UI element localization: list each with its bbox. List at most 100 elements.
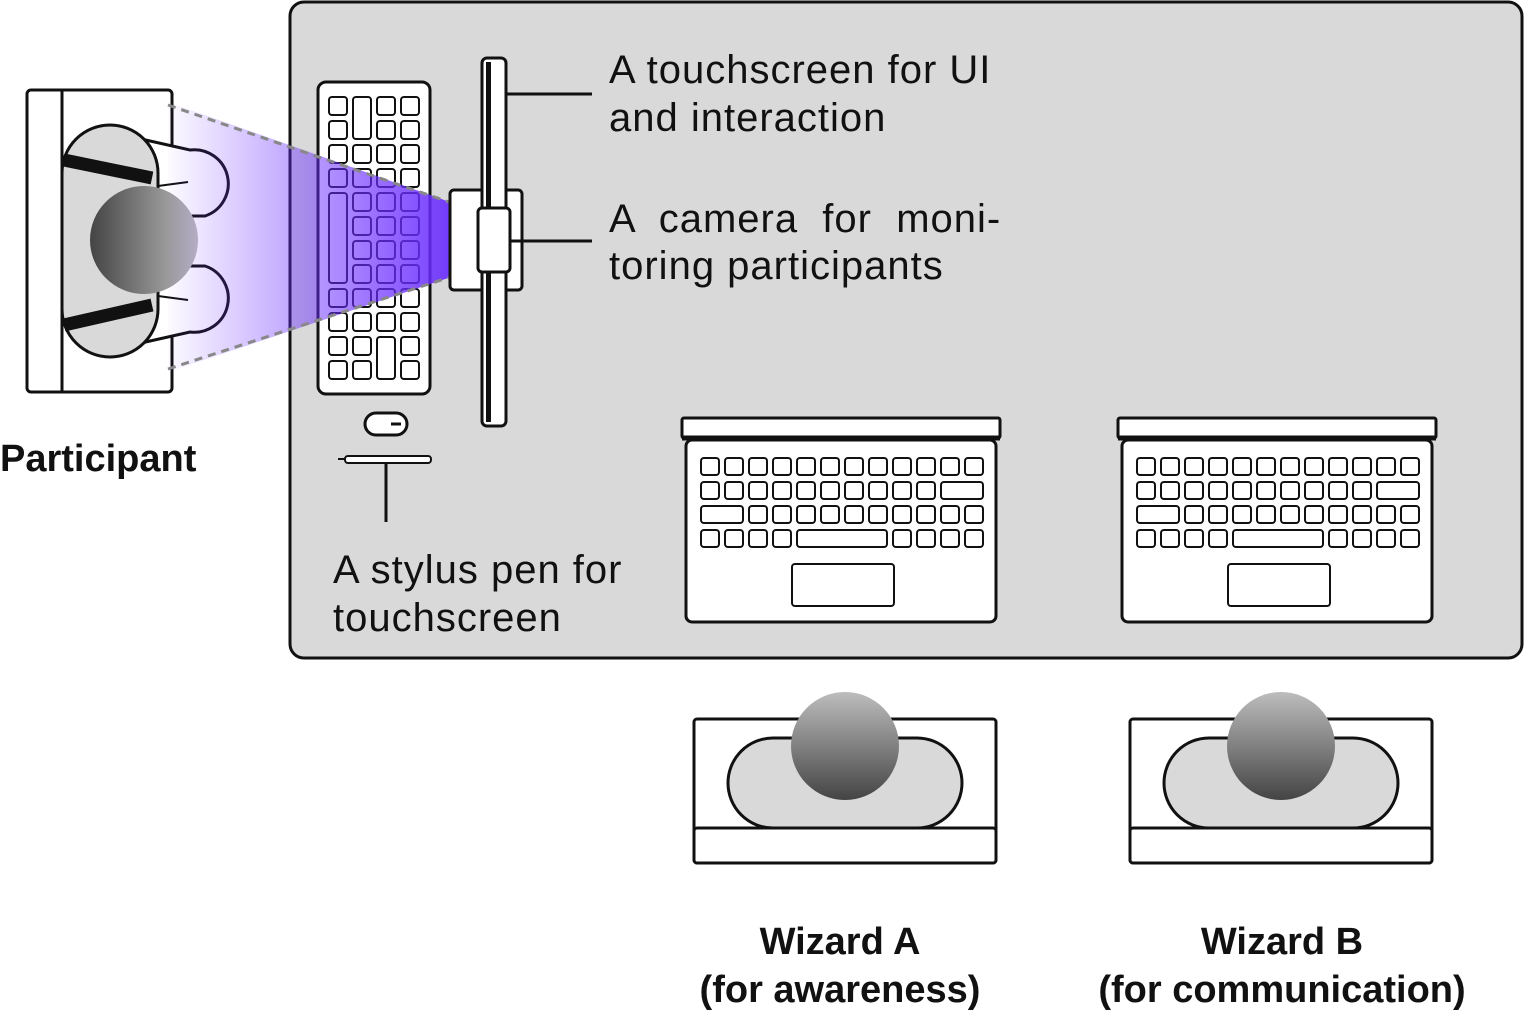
laptop-key (1328, 457, 1348, 476)
laptop-key (1352, 481, 1372, 500)
laptop-key (1328, 481, 1348, 500)
keyboard-key (400, 336, 420, 356)
laptop-key (1160, 529, 1180, 548)
keyboard-key (328, 120, 348, 140)
laptop-key (844, 481, 864, 500)
wizard-chair-back (1128, 826, 1434, 865)
laptop-key (1160, 481, 1180, 500)
laptop-key (892, 457, 912, 476)
keyboard-key (400, 144, 420, 164)
laptop-key (916, 481, 936, 500)
laptop-key (820, 505, 840, 524)
laptop-key (940, 505, 960, 524)
laptop-key (1256, 505, 1276, 524)
laptop-key (748, 457, 768, 476)
touchscreen-label-line1: A touchscreen for UI (609, 48, 992, 92)
laptop-key (1184, 457, 1204, 476)
laptop-key (1208, 529, 1228, 548)
keyboard-key (400, 312, 420, 332)
laptop-key (1208, 505, 1228, 524)
laptop-key (748, 505, 768, 524)
laptop-key (1352, 505, 1372, 524)
laptop-key (1232, 505, 1252, 524)
laptop-key (1232, 529, 1324, 548)
laptop-key (772, 481, 792, 500)
laptop-key (1400, 505, 1420, 524)
laptop-lid (1116, 416, 1438, 440)
wizard-head (791, 692, 899, 800)
wizard-b-role: (for communication) (1098, 969, 1466, 1011)
laptop-key (1232, 457, 1252, 476)
laptop-icon (1116, 416, 1438, 624)
laptop-key (700, 457, 720, 476)
laptop-key (1256, 481, 1276, 500)
laptop-key (1136, 505, 1180, 524)
stylus-pen-icon (338, 455, 432, 522)
laptop-key (700, 529, 720, 548)
laptop-key (1136, 529, 1156, 548)
keyboard-key (328, 336, 348, 356)
camera-label-line1: A camera for moni- (609, 197, 1002, 241)
laptop-key (1376, 505, 1396, 524)
laptop-trackpad (791, 563, 895, 607)
laptop-key (1304, 481, 1324, 500)
laptop-key (892, 505, 912, 524)
camera-label-line2: toring participants (609, 244, 944, 288)
laptop-key (1328, 505, 1348, 524)
keyboard-key (352, 96, 372, 140)
person-icon (1128, 692, 1434, 865)
laptop-key (1304, 505, 1324, 524)
laptop-key (796, 457, 816, 476)
laptop-key (724, 481, 744, 500)
laptop-key (892, 529, 912, 548)
laptop-key (1352, 457, 1372, 476)
laptop-key (748, 481, 768, 500)
wizard-a-name: Wizard A (759, 921, 921, 963)
laptop-key (1400, 457, 1420, 476)
laptop-key (1376, 481, 1420, 500)
keyboard-key (352, 336, 372, 356)
laptop-key (868, 457, 888, 476)
laptop-key (1208, 481, 1228, 500)
participant-label: Participant (0, 438, 197, 480)
laptop-key (1328, 529, 1348, 548)
laptop-key (940, 481, 984, 500)
laptop-trackpad (1227, 563, 1331, 607)
keyboard-key (352, 144, 372, 164)
wizard-head (1227, 692, 1335, 800)
wizard-a-role: (for awareness) (699, 969, 981, 1011)
keyboard-key (376, 120, 396, 140)
laptop-key (772, 529, 792, 548)
laptop-key (1376, 529, 1396, 548)
stylus-label-line1: A stylus pen for (333, 548, 623, 592)
laptop-key (916, 505, 936, 524)
laptop-key (796, 505, 816, 524)
keyboard-key (376, 144, 396, 164)
laptop-key (796, 529, 888, 548)
camera-icon (476, 206, 512, 274)
laptop-key (1136, 457, 1156, 476)
laptop-key (772, 505, 792, 524)
laptop-key (1184, 505, 1204, 524)
laptop-key (1160, 457, 1180, 476)
laptop-key (724, 457, 744, 476)
keyboard-key (352, 360, 372, 380)
laptop-key (844, 457, 864, 476)
wizard-chair-back (692, 826, 998, 865)
keyboard-key (328, 360, 348, 380)
laptop-key (940, 457, 960, 476)
laptop-key (700, 505, 744, 524)
laptop-key (868, 505, 888, 524)
keyboard-key (352, 312, 372, 332)
laptop-key (916, 457, 936, 476)
keyboard-key (400, 120, 420, 140)
laptop-key (700, 481, 720, 500)
laptop-key (1280, 505, 1300, 524)
laptop-icon (680, 416, 1002, 624)
laptop-key (1208, 457, 1228, 476)
laptop-lid (680, 416, 1002, 440)
mouse-icon (363, 411, 409, 437)
laptop-key (1136, 481, 1156, 500)
laptop-key (964, 529, 984, 548)
